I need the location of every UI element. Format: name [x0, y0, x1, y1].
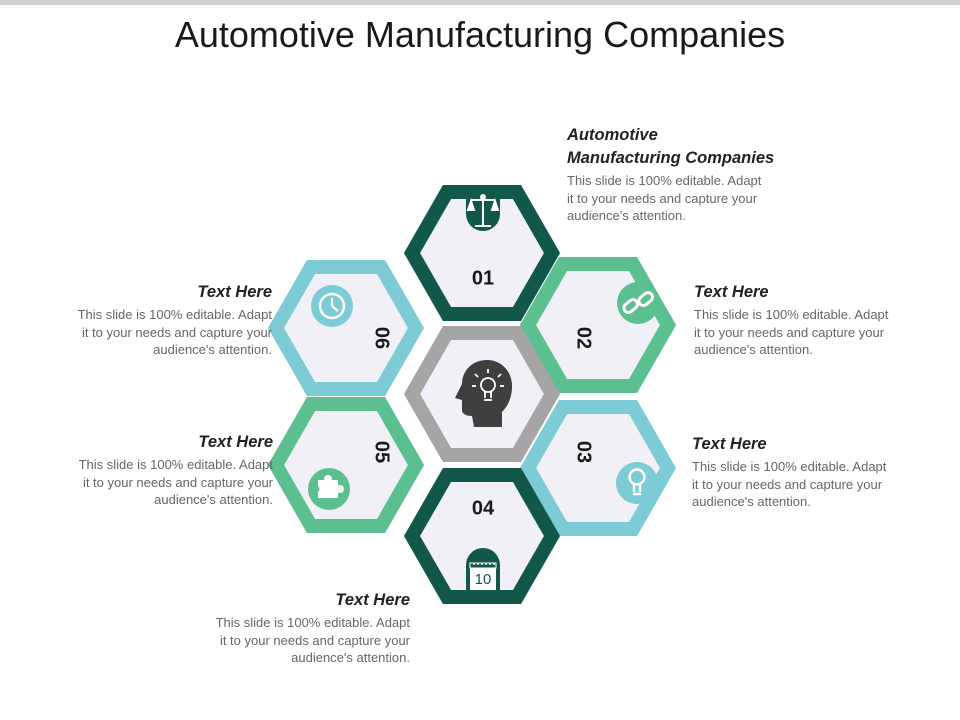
- block-03-line: audience's attention.: [692, 494, 811, 509]
- text-block-04: Text Here This slide is 100% editable. A…: [216, 589, 410, 667]
- hexagon-label-05: 05: [371, 441, 393, 463]
- block-05-body: This slide is 100% editable. Adapt it to…: [79, 456, 273, 509]
- text-block-06: Text Here This slide is 100% editable. A…: [78, 281, 272, 359]
- hexagon-01: 01: [403, 185, 561, 321]
- hexagon-04: 10 04: [403, 468, 561, 604]
- hexagon-05: 05: [267, 397, 425, 533]
- block-01-body: This slide is 100% editable. Adapt it to…: [567, 172, 774, 225]
- hexagon-label-03: 03: [573, 441, 595, 463]
- head-lightbulb-icon: [455, 360, 512, 427]
- block-03-line: it to your needs and capture your: [692, 476, 883, 492]
- block-05-line: it to your needs and capture your: [82, 474, 273, 490]
- block-03-body: This slide is 100% editable. Adapt it to…: [692, 458, 886, 511]
- text-block-01: Automotive Manufacturing Companies This …: [567, 124, 774, 225]
- block-06-line: This slide is 100% editable. Adapt: [77, 307, 272, 322]
- hexagon-06: 06: [267, 260, 425, 396]
- block-02-line: This slide is 100% editable. Adapt: [694, 307, 889, 322]
- hexagon-02: 02: [519, 257, 677, 393]
- center-hexagon: [403, 326, 561, 462]
- hexagon-label-04: 04: [472, 497, 495, 519]
- hexagon-label-06: 06: [371, 327, 393, 349]
- text-block-05: Text Here This slide is 100% editable. A…: [79, 431, 273, 509]
- block-06-heading: Text Here: [197, 283, 272, 301]
- block-01-heading-line1: Automotive: [567, 126, 658, 144]
- block-06-line: audience's attention.: [153, 342, 272, 357]
- block-02-body: This slide is 100% editable. Adapt it to…: [694, 306, 888, 359]
- hexagon-label-01: 01: [472, 267, 494, 289]
- clock-icon: [318, 292, 346, 320]
- text-block-02: Text Here This slide is 100% editable. A…: [694, 281, 888, 359]
- block-05-heading: Text Here: [198, 433, 273, 451]
- block-06-body: This slide is 100% editable. Adapt it to…: [78, 306, 272, 359]
- lightbulb-icon-badge: [616, 462, 658, 504]
- block-05-line: audience's attention.: [154, 492, 273, 507]
- block-06-line: it to your needs and capture your: [81, 324, 272, 340]
- calendar-day: 10: [475, 571, 492, 588]
- block-02-line: audience's attention.: [694, 342, 813, 357]
- page-title: Automotive Manufacturing Companies: [174, 14, 786, 55]
- block-04-line: This slide is 100% editable. Adapt: [215, 615, 410, 630]
- block-04-line: it to your needs and capture your: [219, 632, 410, 648]
- block-03-line: This slide is 100% editable. Adapt: [692, 459, 887, 474]
- calendar-icon: 10: [469, 562, 497, 590]
- block-04-heading: Text Here: [335, 591, 410, 609]
- top-accent-bar: [0, 0, 960, 5]
- block-01-line: audience's attention.: [567, 208, 686, 223]
- block-01-heading-line2: Manufacturing Companies: [567, 149, 775, 167]
- block-05-line: This slide is 100% editable. Adapt: [78, 457, 273, 472]
- text-block-03: Text Here This slide is 100% editable. A…: [692, 433, 886, 511]
- scales-icon: [466, 194, 500, 227]
- block-02-line: it to your needs and capture your: [694, 324, 885, 340]
- block-01-heading: Automotive Manufacturing Companies: [567, 124, 774, 170]
- hexagon-label-02: 02: [573, 327, 595, 349]
- block-04-body: This slide is 100% editable. Adapt it to…: [216, 614, 410, 667]
- lightbulb-icon: [628, 468, 646, 496]
- hexagon-03: 03: [519, 400, 677, 536]
- block-03-heading: Text Here: [692, 435, 767, 453]
- chain-link-icon: [622, 291, 655, 314]
- puzzle-icon: [312, 475, 344, 498]
- block-04-line: audience's attention.: [291, 650, 410, 665]
- block-01-line: it to your needs and capture your: [567, 190, 758, 206]
- block-01-line: This slide is 100% editable. Adapt: [567, 173, 762, 188]
- block-02-heading: Text Here: [694, 283, 769, 301]
